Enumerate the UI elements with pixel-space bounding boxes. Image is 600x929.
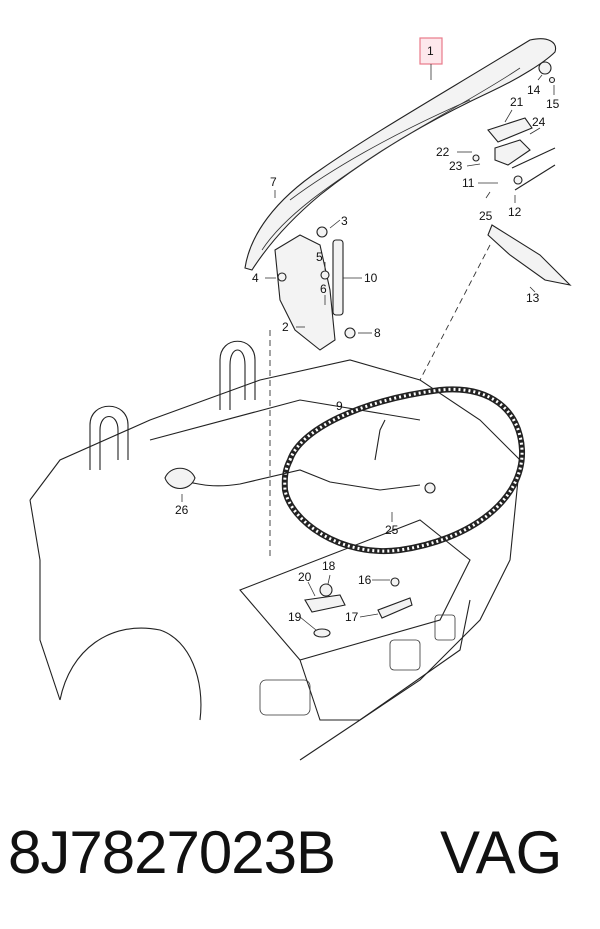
callout-11: 11 [462,176,475,190]
callout-15: 15 [546,97,560,111]
leader-lines [181,64,555,631]
small-parts [304,577,413,638]
callout-17: 17 [345,610,359,624]
lock-assembly [472,61,572,286]
callout-13: 13 [526,291,540,305]
callout-2: 2 [282,320,289,334]
brand-name: VAG [440,819,563,886]
callout-9: 9 [336,399,343,413]
callout-14: 14 [527,83,541,97]
callout-1: 1 [427,44,434,58]
callout-12: 12 [508,205,522,219]
callout-labels: 1 2 3 4 5 6 7 8 9 10 11 12 13 14 15 16 1… [175,44,560,624]
boot-lid [244,38,557,271]
trunk-seal [281,386,526,555]
roll-bars [89,340,256,470]
callout-25-upper: 25 [479,209,493,223]
callout-7: 7 [270,175,277,189]
exploded-parts-diagram: 1 2 3 4 5 6 7 8 9 10 11 12 13 14 15 16 1… [29,37,572,761]
callout-5: 5 [316,250,323,264]
callout-19: 19 [288,610,302,624]
callout-20: 20 [298,570,312,584]
callout-6: 6 [320,282,327,296]
hinge-assembly [274,226,356,351]
callout-3: 3 [341,214,348,228]
callout-24: 24 [532,115,546,129]
callout-10: 10 [364,271,378,285]
callout-23: 23 [449,159,463,173]
callout-16: 16 [358,573,372,587]
rear-body [29,359,521,761]
callout-22: 22 [436,145,450,159]
callout-21: 21 [510,95,524,109]
callout-26: 26 [175,503,189,517]
release-cable [164,419,436,494]
callout-4: 4 [252,271,259,285]
callout-8: 8 [374,326,381,340]
callout-25-lower: 25 [385,523,399,537]
part-number: 8J7827023B [8,819,336,886]
callout-18: 18 [322,559,336,573]
